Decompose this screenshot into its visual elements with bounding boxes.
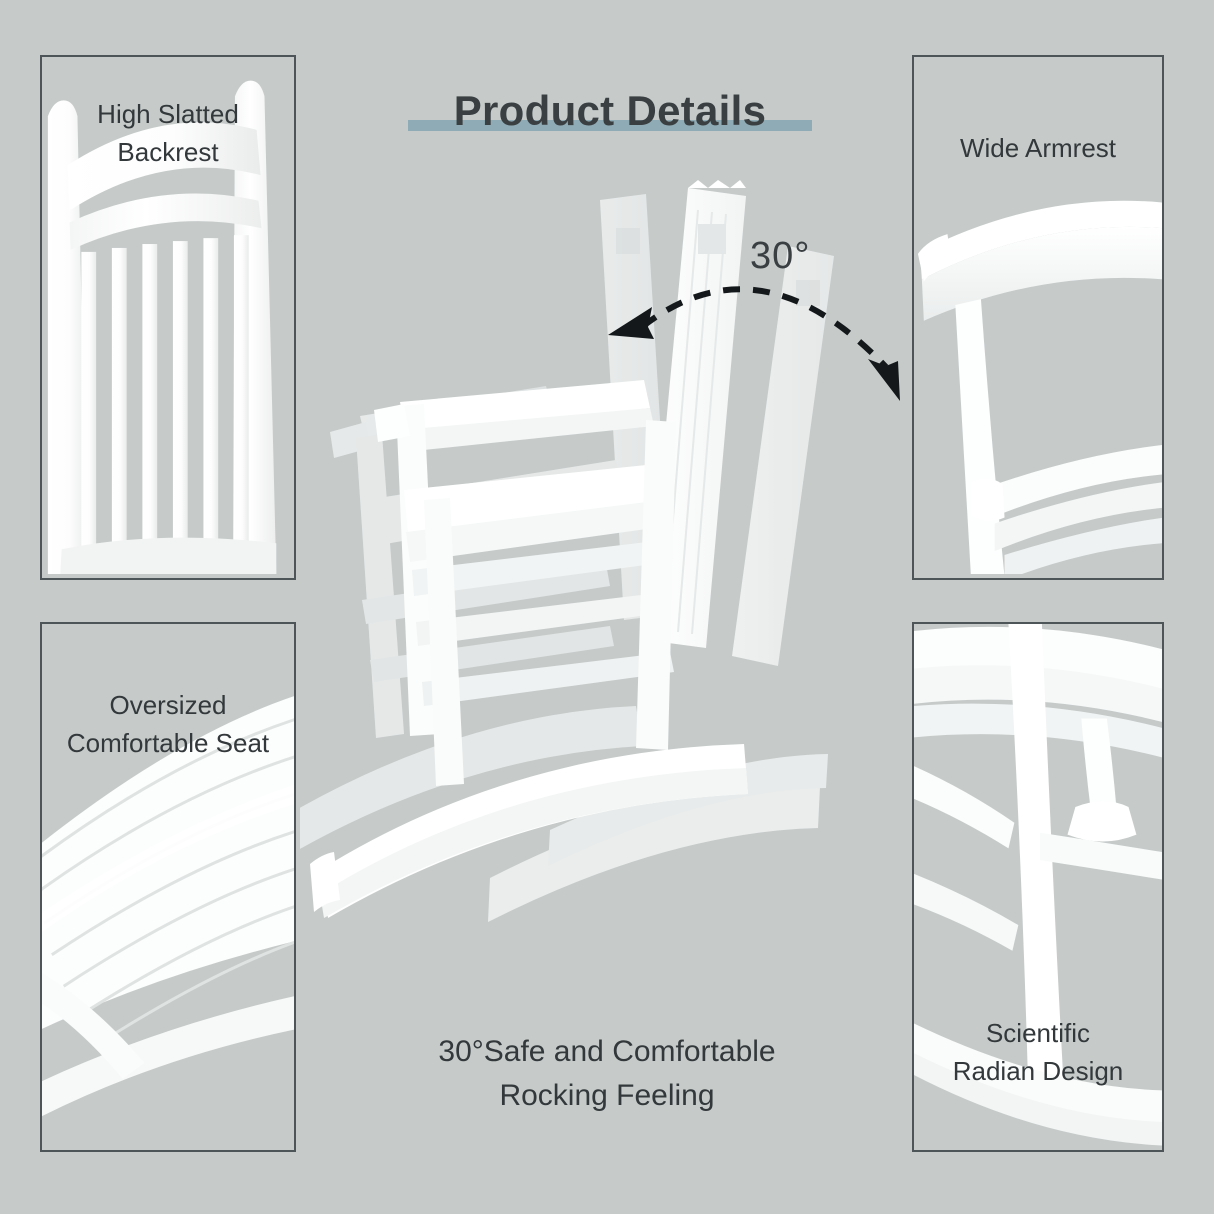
backrest-photo [47, 80, 277, 574]
chair-pose-forward [488, 246, 834, 922]
detail-panel-radian: Scientific Radian Design [912, 622, 1164, 1152]
rocking-chair-motion-illustration [296, 170, 920, 1010]
rocking-chair-graphic [296, 180, 834, 922]
page-title-block: Product Details [340, 86, 880, 156]
detail-panel-backrest: High Slatted Backrest [40, 55, 296, 580]
radian-photo [914, 624, 1162, 1146]
detail-panel-seat: Oversized Comfortable Seat [40, 622, 296, 1152]
chair-pose-center [310, 180, 748, 918]
angle-value-label: 30° [750, 235, 811, 277]
armrest-photo [917, 200, 1162, 574]
detail-panel-armrest: Wide Armrest [912, 55, 1164, 580]
seat-photo [42, 696, 294, 1117]
caption-line-2: Rocking Feeling [499, 1079, 715, 1112]
caption-line-1: 30°Safe and Comfortable [438, 1035, 776, 1068]
rocking-angle-annotation: 30° [590, 235, 920, 415]
title-underline-bar [408, 120, 812, 131]
angle-arc-arrow-icon [608, 286, 900, 401]
page-title: Product Details [453, 87, 767, 134]
bottom-caption: 30°Safe and Comfortable Rocking Feeling [307, 1030, 907, 1118]
